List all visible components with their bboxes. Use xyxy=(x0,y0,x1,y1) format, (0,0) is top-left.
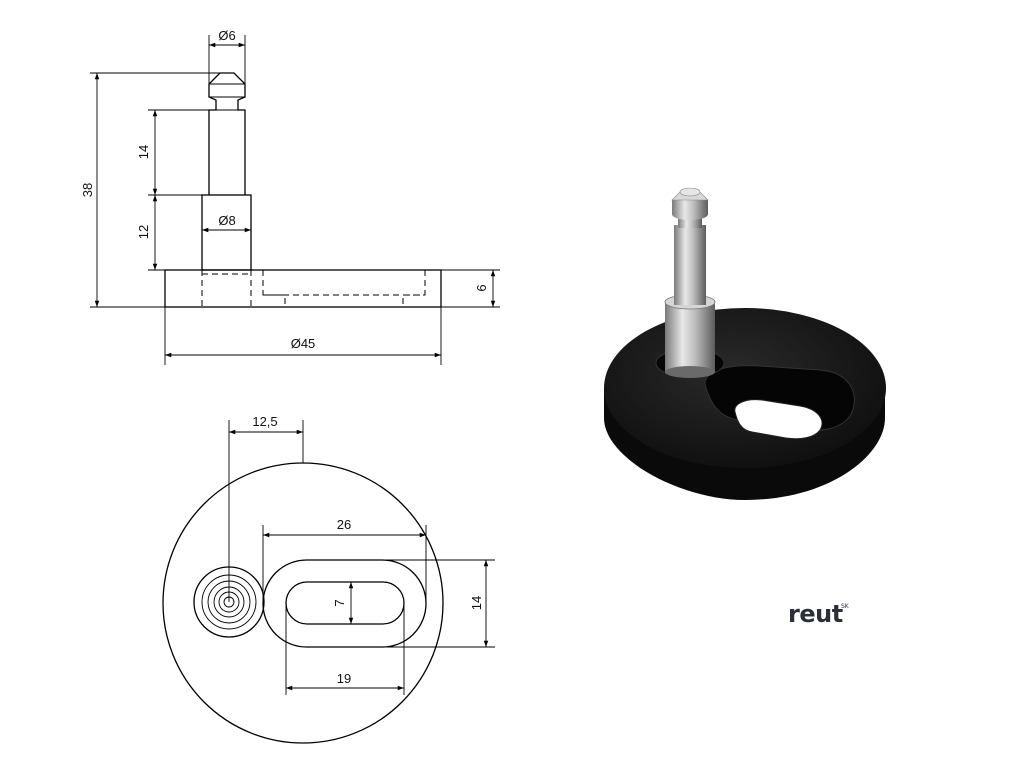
dim-label-26: 26 xyxy=(337,517,351,532)
dim-label-7: 7 xyxy=(332,599,347,606)
dim-label-14-top: 14 xyxy=(469,596,484,610)
dim-label-14: 14 xyxy=(136,145,151,159)
slot-inner xyxy=(285,581,405,625)
disc-outline xyxy=(162,462,444,744)
dim-label-d6: Ø6 xyxy=(218,28,235,43)
render-pin-upper xyxy=(674,225,706,305)
dim-label-12: 12 xyxy=(136,225,151,239)
pin-lower-d8 xyxy=(201,194,252,271)
pin-upper xyxy=(208,72,246,195)
product-render xyxy=(604,187,886,500)
brand-logo-suffix: SK xyxy=(841,603,850,610)
brand-logo: reut SK xyxy=(788,600,850,628)
dim-label-d45: Ø45 xyxy=(291,336,316,351)
render-slot-inner xyxy=(734,399,823,440)
slot-outer xyxy=(262,559,427,648)
dim-label-38: 38 xyxy=(80,183,95,197)
dim-label-19: 19 xyxy=(337,671,351,686)
dim-label-d8: Ø8 xyxy=(218,213,235,228)
render-pin-lower xyxy=(665,302,715,372)
dim-label-12-5: 12,5 xyxy=(252,414,277,429)
front-view: Ø6 Ø8 Ø45 38 14 12 6 xyxy=(80,28,500,365)
top-view: 12,5 26 19 14 7 xyxy=(162,414,495,744)
base-plate-outline xyxy=(164,269,442,308)
dim-label-6: 6 xyxy=(474,284,489,291)
brand-logo-text: reut xyxy=(788,600,843,628)
